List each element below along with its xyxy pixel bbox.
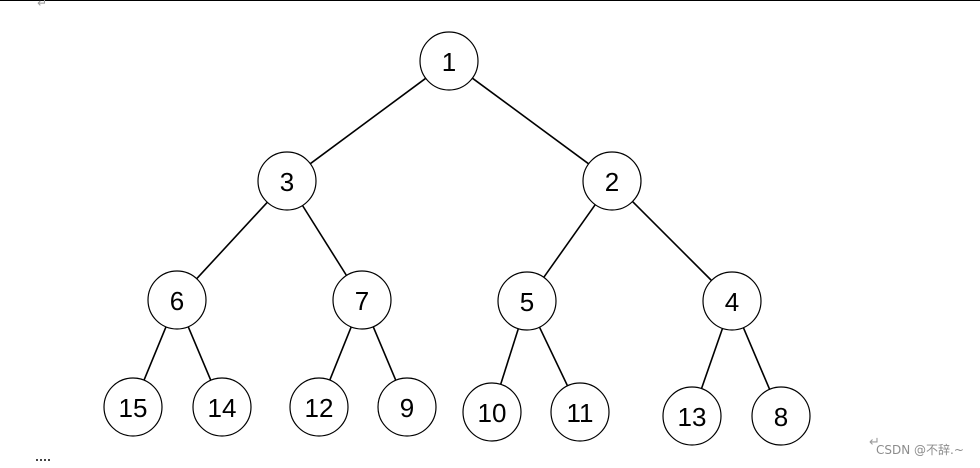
node-label: 14 [208,393,237,423]
edge-n4-n13 [700,328,724,389]
edge-n1-n3 [309,77,427,165]
node-label: 8 [774,402,788,432]
node-label: 4 [725,287,739,317]
node-label: 12 [305,393,334,423]
edge-n3-n7 [301,205,348,276]
node-label: 10 [478,398,507,428]
edge-n6-n15 [143,326,167,381]
node-circle [462,382,522,442]
edge-n6-n14 [187,326,212,381]
tree-node-14: 14 [192,377,252,437]
node-label: 11 [567,398,594,428]
edge-n7-n9 [372,326,397,381]
node-label: 2 [605,167,619,197]
node-label: 13 [678,402,707,432]
node-circle [289,377,349,437]
tree-node-2: 2 [582,151,642,211]
node-circle [377,377,437,437]
node-circle [751,386,811,446]
node-label: 5 [520,287,534,317]
paragraph-mark-icon: ↵ [869,435,880,450]
text-cursor-mark [36,459,50,468]
tree-edges [143,77,771,390]
tree-node-8: 8 [751,386,811,446]
edge-n2-n5 [543,204,596,278]
node-label: 15 [119,393,148,423]
node-circle [497,271,557,331]
edge-n3-n6 [196,201,268,280]
edge-n4-n8 [742,327,771,390]
paragraph-mark-icon: ↵ [37,0,48,10]
edge-n2-n4 [631,200,713,282]
node-label: 6 [170,286,184,316]
tree-node-5: 5 [497,271,557,331]
node-circle [419,31,479,91]
node-circle [192,377,252,437]
watermark-text: CSDN @不辞.~ [876,443,964,457]
edge-n1-n2 [471,77,590,165]
tree-node-3: 3 [257,151,317,211]
tree-node-4: 4 [702,271,762,331]
node-label: 7 [355,286,369,316]
node-circle [332,270,392,330]
tree-node-15: 15 [103,377,163,437]
node-label: 1 [442,47,456,77]
edge-n7-n12 [329,326,352,381]
tree-node-13: 13 [662,386,722,446]
tree-node-10: 10 [462,382,522,442]
top-border-line [0,0,980,1]
tree-node-9: 9 [377,377,437,437]
node-label: 3 [280,167,294,197]
node-circle [550,382,610,442]
tree-node-7: 7 [332,270,392,330]
edge-n5-n10 [499,328,520,385]
node-circle [147,270,207,330]
tree-node-6: 6 [147,270,207,330]
node-circle [103,377,163,437]
node-circle [702,271,762,331]
node-label: 9 [400,393,414,423]
node-circle [662,386,722,446]
tree-node-11: 11 [550,382,610,442]
node-circle [582,151,642,211]
node-circle [257,151,317,211]
tree-node-1: 1 [419,31,479,91]
edge-n5-n11 [538,326,569,387]
tree-node-12: 12 [289,377,349,437]
